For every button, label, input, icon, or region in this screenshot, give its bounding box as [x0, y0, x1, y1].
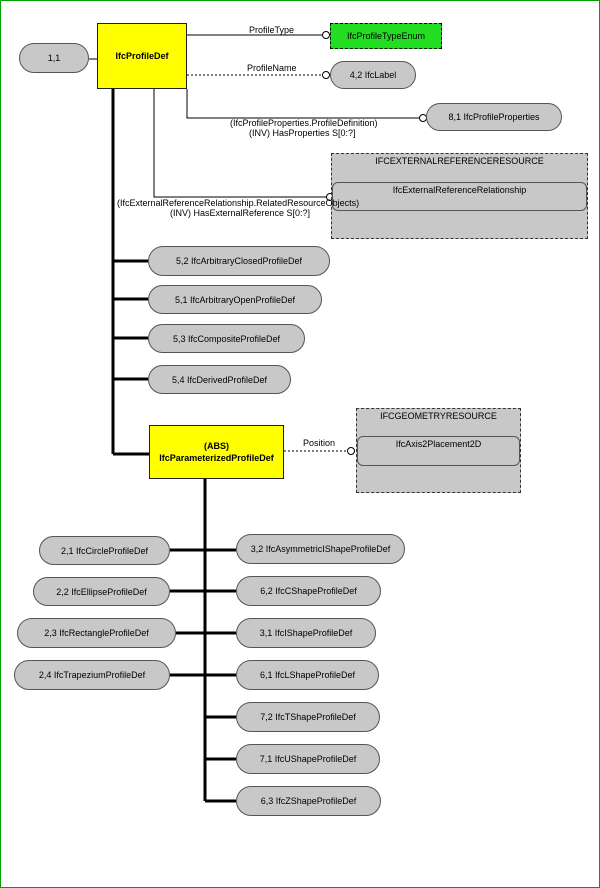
right-subtype-cshape[interactable]: 6,2 IfcCShapeProfileDef: [236, 576, 381, 606]
has-properties-label: (INV) HasProperties S[0:?]: [249, 128, 356, 138]
subtype-label: 6,3 IfcZShapeProfileDef: [260, 796, 357, 806]
abstract-marker: (ABS): [204, 441, 229, 451]
ifc-parameterized-profile-def-entity[interactable]: (ABS) IfcParameterizedProfileDef: [149, 425, 284, 479]
profile-name-label: ProfileName: [247, 63, 297, 73]
subtype-label: 5,1 IfcArbitraryOpenProfileDef: [174, 294, 296, 305]
entity-name: IfcProfileDef: [115, 51, 169, 61]
subtype-label: 7,2 IfcTShapeProfileDef: [260, 712, 356, 722]
right-subtype-asymmetric-ishape[interactable]: 3,2 IfcAsymmetricIShapeProfileDef: [236, 534, 405, 564]
has-properties-inverse-label: (IfcProfileProperties.ProfileDefinition): [230, 118, 378, 128]
subtype-arbitrary-open[interactable]: 5,1 IfcArbitraryOpenProfileDef: [148, 285, 322, 314]
profile-type-label: ProfileType: [249, 25, 295, 35]
subtype-label: 5,4 IfcDerivedProfileDef: [171, 374, 268, 385]
ifc-label-node[interactable]: 4,2 IfcLabel: [330, 61, 416, 89]
right-subtype-lshape[interactable]: 6,1 IfcLShapeProfileDef: [236, 660, 379, 690]
external-reference-label: (INV) HasExternalReference S[0:?]: [170, 208, 311, 218]
root-reference[interactable]: 1,1: [19, 43, 89, 73]
position-label: Position: [303, 438, 336, 448]
subtype-label: 2,3 IfcRectangleProfileDef: [44, 628, 149, 638]
right-subtype-ishape[interactable]: 3,1 IfcIShapeProfileDef: [236, 618, 376, 648]
ifc-profile-properties-node[interactable]: 8,1 IfcProfileProperties: [426, 103, 562, 131]
subtype-derived[interactable]: 5,4 IfcDerivedProfileDef: [148, 365, 291, 394]
subtype-label: 2,4 IfcTrapeziumProfileDef: [38, 670, 146, 680]
root-reference-label: 1,1: [47, 53, 61, 63]
subtype-label: 2,1 IfcCircleProfileDef: [60, 545, 149, 556]
ifc-axis2-placement2d-label: IfcAxis2Placement2D: [395, 439, 482, 449]
subtype-arbitrary-closed[interactable]: 5,2 IfcArbitraryClosedProfileDef: [148, 246, 330, 276]
ifc-label-node-label: 4,2 IfcLabel: [349, 70, 397, 80]
external-reference-resource-box: IFCEXTERNALREFERENCERESOURCE IfcExternal…: [331, 153, 588, 239]
subtype-composite[interactable]: 5,3 IfcCompositeProfileDef: [148, 324, 305, 353]
external-reference-inverse-label: (IfcExternalReferenceRelationship.Relate…: [117, 198, 360, 208]
geometry-resource-box: IFCGEOMETRYRESOURCE IfcAxis2Placement2D: [356, 408, 521, 493]
ifc-profile-properties-label: 8,1 IfcProfileProperties: [448, 112, 540, 122]
subtype-label: 7,1 IfcUShapeProfileDef: [259, 754, 357, 764]
external-reference-relationship-label: IfcExternalReferenceRelationship: [392, 185, 527, 195]
external-reference-schema-title: IFCEXTERNALREFERENCERESOURCE: [375, 156, 544, 166]
ifc-profile-def-entity[interactable]: IfcProfileDef: [97, 23, 187, 89]
right-subtype-tshape[interactable]: 7,2 IfcTShapeProfileDef: [236, 702, 380, 732]
subtype-label: 5,3 IfcCompositeProfileDef: [172, 333, 281, 344]
right-subtype-ushape[interactable]: 7,1 IfcUShapeProfileDef: [236, 744, 380, 774]
left-subtype-trapezium[interactable]: 2,4 IfcTrapeziumProfileDef: [14, 660, 170, 690]
profile-type-enum-label: IfcProfileTypeEnum: [346, 31, 426, 41]
profile-type-enum[interactable]: IfcProfileTypeEnum: [330, 23, 442, 49]
external-reference-relationship-node[interactable]: IfcExternalReferenceRelationship: [332, 182, 587, 211]
left-subtype-circle[interactable]: 2,1 IfcCircleProfileDef: [39, 536, 170, 565]
ifc-axis2-placement2d-node[interactable]: IfcAxis2Placement2D: [357, 436, 520, 466]
subtype-label: 3,2 IfcAsymmetricIShapeProfileDef: [250, 544, 391, 554]
left-subtype-rectangle[interactable]: 2,3 IfcRectangleProfileDef: [17, 618, 176, 648]
subtype-label: 6,2 IfcCShapeProfileDef: [260, 586, 357, 596]
geometry-schema-title: IFCGEOMETRYRESOURCE: [380, 411, 497, 421]
right-subtype-zshape[interactable]: 6,3 IfcZShapeProfileDef: [236, 786, 381, 816]
subtype-label: 5,2 IfcArbitraryClosedProfileDef: [175, 256, 303, 266]
parameterized-entity-name: IfcParameterizedProfileDef: [159, 453, 274, 463]
subtype-label: 3,1 IfcIShapeProfileDef: [259, 628, 353, 638]
left-subtype-ellipse[interactable]: 2,2 IfcEllipseProfileDef: [33, 577, 170, 606]
subtype-label: 2,2 IfcEllipseProfileDef: [56, 586, 147, 597]
subtype-label: 6,1 IfcLShapeProfileDef: [259, 670, 356, 680]
